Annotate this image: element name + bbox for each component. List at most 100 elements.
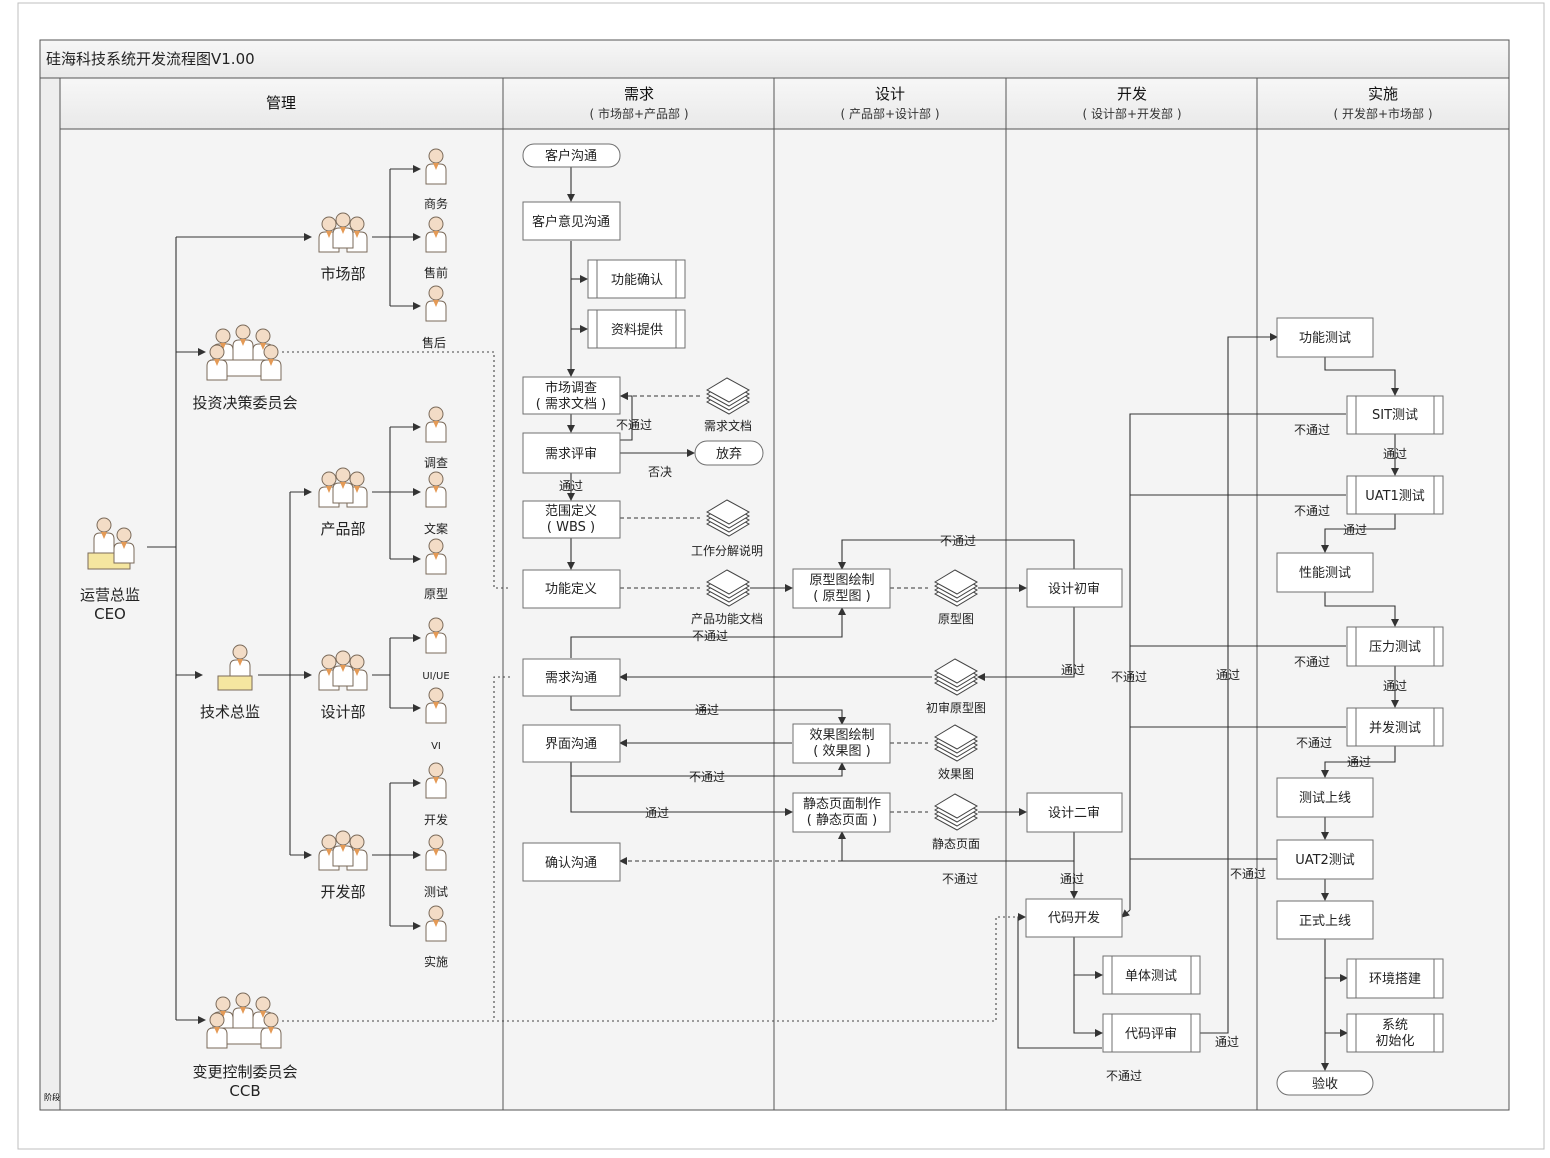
person-icon: [425, 538, 447, 575]
node-environment-setup: [1346, 958, 1444, 999]
node-label: 市场调查: [545, 380, 597, 396]
product-dept-icon: [319, 468, 367, 507]
person-icon: [425, 471, 447, 508]
ceo-icon: [87, 517, 135, 570]
role-label: VI: [431, 741, 441, 752]
node-label: 验收: [1312, 1076, 1338, 1092]
ceo-label-2: CEO: [94, 605, 126, 623]
committee-icon: [207, 325, 281, 380]
edge-label-pass: 通过: [1215, 1035, 1239, 1049]
node-scope-definition: [522, 500, 621, 539]
edge-label-pass: 通过: [695, 703, 719, 717]
lane-sub-dev: ( 设计部+开发部 ): [1082, 106, 1181, 121]
cto-icon: [217, 644, 253, 691]
node-requirement-review: [522, 432, 621, 474]
node-label: 代码评审: [1125, 1027, 1177, 1042]
node-label: ( 原型图 ): [813, 589, 870, 604]
node-customer-feedback: [522, 201, 621, 241]
role-label: 开发: [424, 812, 448, 827]
node-unit-test: [1102, 955, 1201, 995]
ccb-label-2: CCB: [229, 1082, 260, 1100]
document-label: 效果图: [938, 766, 974, 781]
edge-label-pass: 通过: [1060, 872, 1084, 886]
person-icon: [425, 834, 447, 871]
node-label: 需求评审: [545, 447, 597, 462]
node-label: 客户意见沟通: [532, 214, 610, 230]
node-label: 功能定义: [545, 582, 597, 597]
node-label: 设计二审: [1048, 806, 1100, 821]
node-abandon: [694, 440, 764, 466]
lane-title-impl: 实施: [1368, 85, 1398, 103]
node-sit-test: [1346, 395, 1444, 435]
person-icon: [425, 216, 447, 253]
node-label: 需求沟通: [545, 671, 597, 686]
edge-label-fail: 不通过: [1294, 655, 1330, 669]
person-icon: [425, 905, 447, 942]
node-customer-communication: [522, 143, 621, 168]
node-acceptance: [1276, 1070, 1374, 1096]
lane-title-mgmt: 管理: [266, 94, 296, 112]
lane-header-row: [59, 77, 1510, 130]
flow-edges: [567, 167, 1399, 1071]
lane-sub-impl: ( 开发部+市场部 ): [1333, 106, 1432, 121]
edge-label-fail: 不通过: [942, 872, 978, 886]
node-label: 性能测试: [1299, 566, 1351, 581]
person-icon: [425, 406, 447, 443]
node-test-launch: [1276, 777, 1374, 818]
node-label: 环境搭建: [1369, 971, 1421, 987]
node-market-research: [522, 376, 621, 415]
node-label: UAT1测试: [1365, 489, 1425, 504]
ccb-icon: [207, 993, 281, 1048]
person-icon: [425, 762, 447, 799]
node-label: 正式上线: [1299, 914, 1351, 929]
document-label: 需求文档: [704, 418, 752, 433]
node-label: 放弃: [716, 447, 742, 462]
edge-labels: 不通过 否决 通过 不通过 不通过 通过 通过 不通过 通过 不通过 通过 不通…: [559, 418, 1407, 1083]
node-label: 确认沟通: [545, 856, 597, 871]
diagram-title: 硅海科技系统开发流程图V1.00: [46, 50, 255, 68]
edge-label-fail: 不通过: [1106, 1069, 1142, 1083]
lane-sub-req: ( 市场部+产品部 ): [589, 106, 688, 121]
edge-label-pass: 通过: [645, 806, 669, 820]
edge-label-pass: 通过: [1347, 755, 1371, 769]
node-label: 代码开发: [1048, 910, 1100, 926]
node-uat2-test: [1276, 839, 1374, 880]
node-code-review: [1102, 1013, 1201, 1053]
node-prototype-drawing: [792, 568, 891, 609]
edge-label-fail: 不通过: [1294, 504, 1330, 518]
dev-dept-icon: [319, 831, 367, 870]
node-label: 静态页面制作: [803, 797, 881, 812]
node-label: 功能确认: [611, 273, 663, 288]
design-dept-label: 设计部: [320, 703, 365, 721]
node-label: 设计初审: [1048, 582, 1100, 597]
node-function-confirm: [587, 259, 686, 299]
node-system-init: [1346, 1013, 1444, 1053]
person-icon: [425, 285, 447, 322]
edge-label-fail: 不通过: [1296, 736, 1332, 750]
node-label: 资料提供: [611, 322, 663, 338]
node-label: 功能测试: [1299, 331, 1351, 346]
edge-label-pass: 通过: [559, 479, 583, 493]
node-code-development: [1025, 898, 1123, 938]
node-performance-test: [1276, 552, 1374, 593]
design-dept-icon: [319, 651, 367, 690]
node-label: 单体测试: [1125, 969, 1177, 984]
market-dept-label: 市场部: [320, 265, 365, 283]
edge-label-fail: 不通过: [940, 534, 976, 548]
node-label: 并发测试: [1369, 720, 1421, 736]
edge-label-fail: 不通过: [616, 418, 652, 432]
role-label: 售前: [424, 265, 448, 280]
node-requirement-communication: [522, 658, 621, 697]
role-label: 售后: [422, 335, 446, 350]
document-label: 产品功能文档: [691, 611, 763, 626]
node-static-page: [792, 792, 891, 833]
invest-committee-label: 投资决策委员会: [192, 394, 297, 412]
person-icon: [425, 687, 447, 724]
edge-label-reject: 否决: [648, 465, 672, 479]
node-label: 范围定义: [545, 504, 597, 519]
role-label: 调查: [424, 456, 448, 470]
node-label: SIT测试: [1372, 408, 1418, 423]
edge-label-fail: 不通过: [1230, 867, 1266, 881]
document-label: 原型图: [938, 612, 974, 626]
edge-label-pass: 通过: [1383, 679, 1407, 693]
